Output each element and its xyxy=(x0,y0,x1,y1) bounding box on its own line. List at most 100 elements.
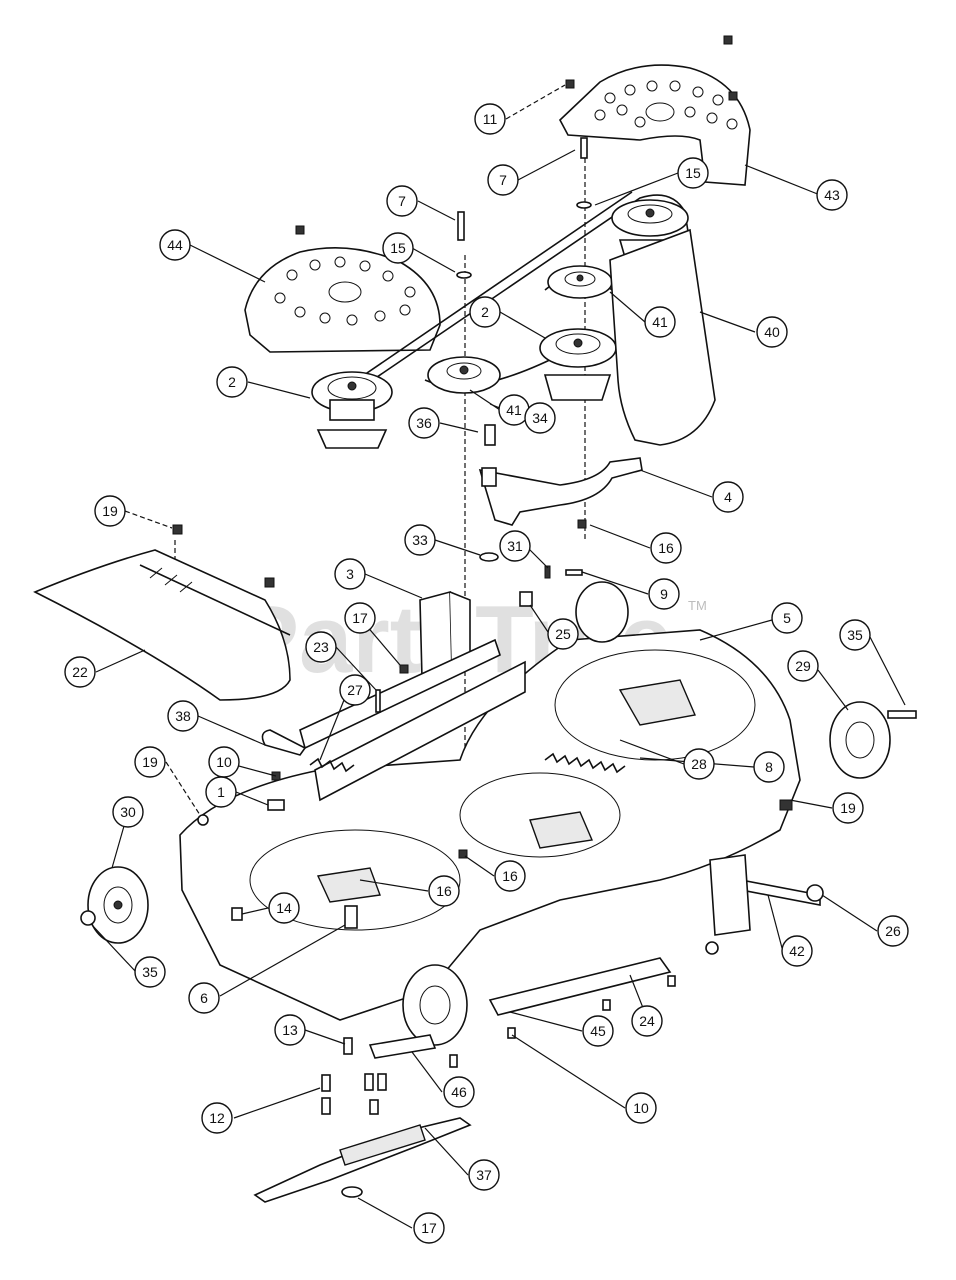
callout-26[interactable]: 26 xyxy=(877,915,909,947)
callout-44[interactable]: 44 xyxy=(159,229,191,261)
callout-41-upper[interactable]: 41 xyxy=(644,306,676,338)
lift-link xyxy=(709,854,824,936)
svg-text:3: 3 xyxy=(346,566,354,582)
callout-43[interactable]: 43 xyxy=(816,179,848,211)
svg-text:19: 19 xyxy=(840,800,856,816)
callout-7-lower[interactable]: 7 xyxy=(386,185,418,217)
callout-9[interactable]: 9 xyxy=(648,578,680,610)
callout-22[interactable]: 22 xyxy=(64,656,96,688)
svg-text:1: 1 xyxy=(217,784,225,800)
callout-46[interactable]: 46 xyxy=(443,1076,475,1108)
svg-text:31: 31 xyxy=(507,538,523,554)
callout-15-upper[interactable]: 15 xyxy=(677,157,709,189)
svg-text:40: 40 xyxy=(764,324,780,340)
callout-38[interactable]: 38 xyxy=(167,700,199,732)
callout-10-upper[interactable]: 10 xyxy=(208,746,240,778)
callout-16-center[interactable]: 16 xyxy=(494,860,526,892)
svg-text:25: 25 xyxy=(555,626,571,642)
svg-text:12: 12 xyxy=(209,1110,225,1126)
svg-text:19: 19 xyxy=(142,754,158,770)
svg-text:29: 29 xyxy=(795,658,811,674)
svg-text:8: 8 xyxy=(765,759,773,775)
svg-text:5: 5 xyxy=(783,610,791,626)
callout-6[interactable]: 6 xyxy=(188,982,220,1014)
watermark-trademark: TM xyxy=(688,598,707,613)
callout-23[interactable]: 23 xyxy=(305,631,337,663)
gauge-wheel-front-center xyxy=(402,964,468,1046)
svg-text:46: 46 xyxy=(451,1084,467,1100)
svg-text:10: 10 xyxy=(216,754,232,770)
callout-12[interactable]: 12 xyxy=(201,1102,233,1134)
svg-text:2: 2 xyxy=(228,374,236,390)
callout-34[interactable]: 34 xyxy=(524,402,556,434)
callout-40[interactable]: 40 xyxy=(756,316,788,348)
svg-text:23: 23 xyxy=(313,639,329,655)
svg-text:30: 30 xyxy=(120,804,136,820)
svg-text:42: 42 xyxy=(789,943,805,959)
spring-28 xyxy=(544,752,626,774)
callout-31[interactable]: 31 xyxy=(499,530,531,562)
belt-cover-right xyxy=(559,64,751,186)
callout-35-left[interactable]: 35 xyxy=(134,956,166,988)
svg-text:35: 35 xyxy=(847,627,863,643)
callout-2-center[interactable]: 2 xyxy=(469,296,501,328)
callout-27[interactable]: 27 xyxy=(339,674,371,706)
callout-11[interactable]: 11 xyxy=(474,103,506,135)
callout-33[interactable]: 33 xyxy=(404,524,436,556)
svg-text:45: 45 xyxy=(590,1023,606,1039)
callout-24[interactable]: 24 xyxy=(631,1005,663,1037)
idler-pulley-41-upper xyxy=(547,265,613,299)
callout-8[interactable]: 8 xyxy=(753,751,785,783)
callout-17-lower[interactable]: 17 xyxy=(413,1212,445,1244)
callout-19-upper[interactable]: 19 xyxy=(94,495,126,527)
spindle-pulley-left xyxy=(311,371,393,449)
callout-15-lower[interactable]: 15 xyxy=(382,232,414,264)
deck-housing xyxy=(179,629,801,1021)
svg-text:35: 35 xyxy=(142,964,158,980)
svg-text:17: 17 xyxy=(421,1220,437,1236)
callout-10-lower[interactable]: 10 xyxy=(625,1092,657,1124)
svg-text:36: 36 xyxy=(416,415,432,431)
callout-19-right[interactable]: 19 xyxy=(832,792,864,824)
callout-7-upper[interactable]: 7 xyxy=(487,164,519,196)
callout-2-left[interactable]: 2 xyxy=(216,366,248,398)
callout-45[interactable]: 45 xyxy=(582,1015,614,1047)
callout-42[interactable]: 42 xyxy=(781,935,813,967)
svg-text:14: 14 xyxy=(276,900,292,916)
callout-14[interactable]: 14 xyxy=(268,892,300,924)
svg-text:44: 44 xyxy=(167,237,183,253)
svg-text:10: 10 xyxy=(633,1100,649,1116)
callout-35-right[interactable]: 35 xyxy=(839,619,871,651)
mower-blade xyxy=(253,1117,472,1203)
callout-37[interactable]: 37 xyxy=(468,1159,500,1191)
svg-text:7: 7 xyxy=(398,193,406,209)
callout-19-left[interactable]: 19 xyxy=(134,746,166,778)
callout-16-upper[interactable]: 16 xyxy=(650,532,682,564)
callout-16-lower[interactable]: 16 xyxy=(428,875,460,907)
callout-29[interactable]: 29 xyxy=(787,650,819,682)
svg-text:13: 13 xyxy=(282,1022,298,1038)
idler-pulley-41-lower xyxy=(427,356,501,394)
callout-13[interactable]: 13 xyxy=(274,1014,306,1046)
callout-4[interactable]: 4 xyxy=(712,481,744,513)
spindle-pulley-center xyxy=(539,328,617,401)
svg-text:41: 41 xyxy=(652,314,668,330)
callout-5[interactable]: 5 xyxy=(771,602,803,634)
svg-text:37: 37 xyxy=(476,1167,492,1183)
svg-text:19: 19 xyxy=(102,503,118,519)
callout-25[interactable]: 25 xyxy=(547,618,579,650)
svg-text:11: 11 xyxy=(483,111,498,127)
svg-text:9: 9 xyxy=(660,586,668,602)
gauge-wheel-30 xyxy=(87,866,149,944)
svg-text:15: 15 xyxy=(685,165,701,181)
callout-30[interactable]: 30 xyxy=(112,796,144,828)
mulch-baffle xyxy=(33,549,291,701)
callout-28[interactable]: 28 xyxy=(683,748,715,780)
discharge-deflector xyxy=(609,228,716,446)
callout-3[interactable]: 3 xyxy=(334,558,366,590)
callout-17-upper[interactable]: 17 xyxy=(344,602,376,634)
callout-41-lower[interactable]: 41 xyxy=(498,394,530,426)
callout-36[interactable]: 36 xyxy=(408,407,440,439)
svg-text:16: 16 xyxy=(658,540,674,556)
callout-1[interactable]: 1 xyxy=(205,776,237,808)
